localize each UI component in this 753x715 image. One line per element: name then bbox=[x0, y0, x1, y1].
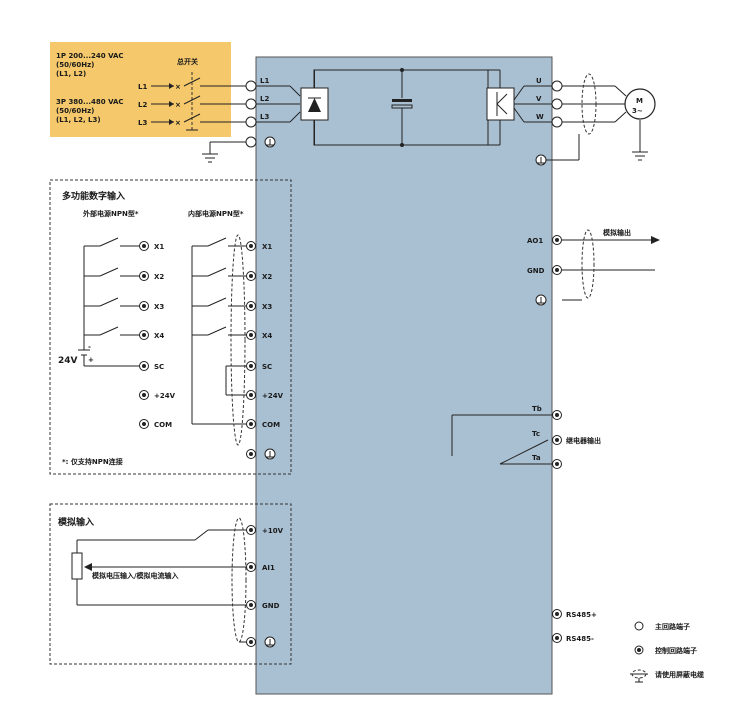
analog-input-terminals bbox=[246, 525, 276, 648]
output-terminal-u: U bbox=[536, 77, 542, 85]
relay-tc: Tc bbox=[532, 430, 540, 438]
analog-input-box bbox=[49, 503, 292, 665]
analog-output-wiring bbox=[535, 229, 660, 306]
supply-wires: × × × bbox=[151, 72, 246, 131]
ext-term-x3: X3 bbox=[154, 303, 164, 311]
ao-gnd-label: GND bbox=[527, 267, 545, 275]
shield-cable-icon bbox=[630, 669, 648, 683]
legend-control-terminal: 控制回路端子 bbox=[655, 646, 697, 655]
output-wiring bbox=[535, 73, 648, 166]
int-term-x2: X2 bbox=[262, 273, 272, 281]
internal-npn-wiring bbox=[191, 234, 246, 446]
supply-line-l1: L1 bbox=[138, 83, 147, 91]
open-circle-icon bbox=[634, 621, 644, 631]
relay-wiring bbox=[451, 410, 562, 469]
relay-label: 继电器输出 bbox=[566, 436, 601, 445]
input-terminal-l1: L1 bbox=[260, 77, 269, 85]
ext-term-com: COM bbox=[154, 421, 172, 429]
external-supply-label: 24V bbox=[58, 356, 78, 366]
supply-1p-line3: (L1, L2) bbox=[56, 70, 86, 78]
external-npn-wiring bbox=[78, 237, 140, 367]
ext-term-24v: +24V bbox=[154, 392, 176, 400]
svg-text:×: × bbox=[175, 83, 181, 91]
supply-box bbox=[50, 42, 231, 137]
external-supply-plus: + bbox=[88, 356, 94, 364]
supply-3p-line1: 3P 380...480 VAC bbox=[56, 98, 124, 106]
svg-text:×: × bbox=[175, 119, 181, 127]
analog-input-title: 模拟输入 bbox=[58, 516, 94, 528]
input-terminals bbox=[245, 80, 276, 148]
internal-npn-label: 内部电源NPN型* bbox=[188, 209, 244, 218]
inverter-panel bbox=[255, 56, 553, 695]
digital-input-title: 多功能数字输入 bbox=[62, 190, 125, 202]
pot-label: 模拟电压输入/模拟电流输入 bbox=[92, 571, 179, 580]
supply-1p-line1: 1P 200...240 VAC bbox=[56, 52, 124, 60]
svg-text:×: × bbox=[175, 101, 181, 109]
rs485-plus: RS485+ bbox=[566, 611, 597, 619]
ao1-label: AO1 bbox=[527, 237, 543, 245]
legend-main-terminal: 主回路端子 bbox=[655, 622, 690, 631]
supply-line-l2: L2 bbox=[138, 101, 147, 109]
ai-10v: +10V bbox=[262, 527, 284, 535]
analog-output-label: 模拟输出 bbox=[603, 228, 631, 237]
supply-line-l3: L3 bbox=[138, 119, 147, 127]
supply-3p-line2: (50/60Hz) bbox=[56, 107, 94, 115]
motor-label-m: M bbox=[636, 97, 643, 105]
int-term-x4: X4 bbox=[262, 332, 272, 340]
int-term-x1: X1 bbox=[262, 243, 272, 251]
output-terminal-w: W bbox=[536, 113, 544, 121]
ext-term-x4: X4 bbox=[154, 332, 164, 340]
legend-shield-cable: 请使用屏蔽电缆 bbox=[655, 670, 704, 679]
analog-input-wiring bbox=[71, 517, 247, 643]
external-terminals bbox=[139, 241, 149, 429]
dot-circle-icon bbox=[634, 645, 644, 655]
int-term-x3: X3 bbox=[262, 303, 272, 311]
earth-left bbox=[202, 141, 246, 163]
digital-input-box bbox=[49, 179, 292, 475]
relay-ta: Ta bbox=[532, 454, 541, 462]
supply-3p-line3: (L1, L2, L3) bbox=[56, 116, 101, 124]
int-term-24v: +24V bbox=[262, 392, 284, 400]
supply-1p-line2: (50/60Hz) bbox=[56, 61, 94, 69]
main-switch-label: 总开关 bbox=[177, 57, 198, 66]
ext-term-sc: SC bbox=[154, 363, 164, 371]
motor-label-3ph: 3~ bbox=[632, 107, 643, 115]
relay-tb: Tb bbox=[532, 405, 542, 413]
input-terminal-l3: L3 bbox=[260, 113, 269, 121]
npn-note: *: 仅支持NPN连接 bbox=[62, 457, 123, 466]
power-section bbox=[256, 68, 552, 147]
int-term-com: COM bbox=[262, 421, 280, 429]
input-terminal-l2: L2 bbox=[260, 95, 269, 103]
output-terminal-v: V bbox=[536, 95, 542, 103]
external-npn-label: 外部电源NPN型* bbox=[83, 209, 139, 218]
ext-term-x2: X2 bbox=[154, 273, 164, 281]
internal-terminals bbox=[246, 241, 276, 460]
motor-symbol bbox=[624, 88, 656, 120]
ext-term-x1: X1 bbox=[154, 243, 164, 251]
external-supply-minus: - bbox=[88, 343, 91, 351]
ai-ai1: AI1 bbox=[262, 564, 275, 572]
rs485-minus: RS485- bbox=[566, 635, 594, 643]
ai-gnd: GND bbox=[262, 602, 280, 610]
rs485-terminals bbox=[552, 609, 562, 643]
int-term-sc: SC bbox=[262, 363, 272, 371]
